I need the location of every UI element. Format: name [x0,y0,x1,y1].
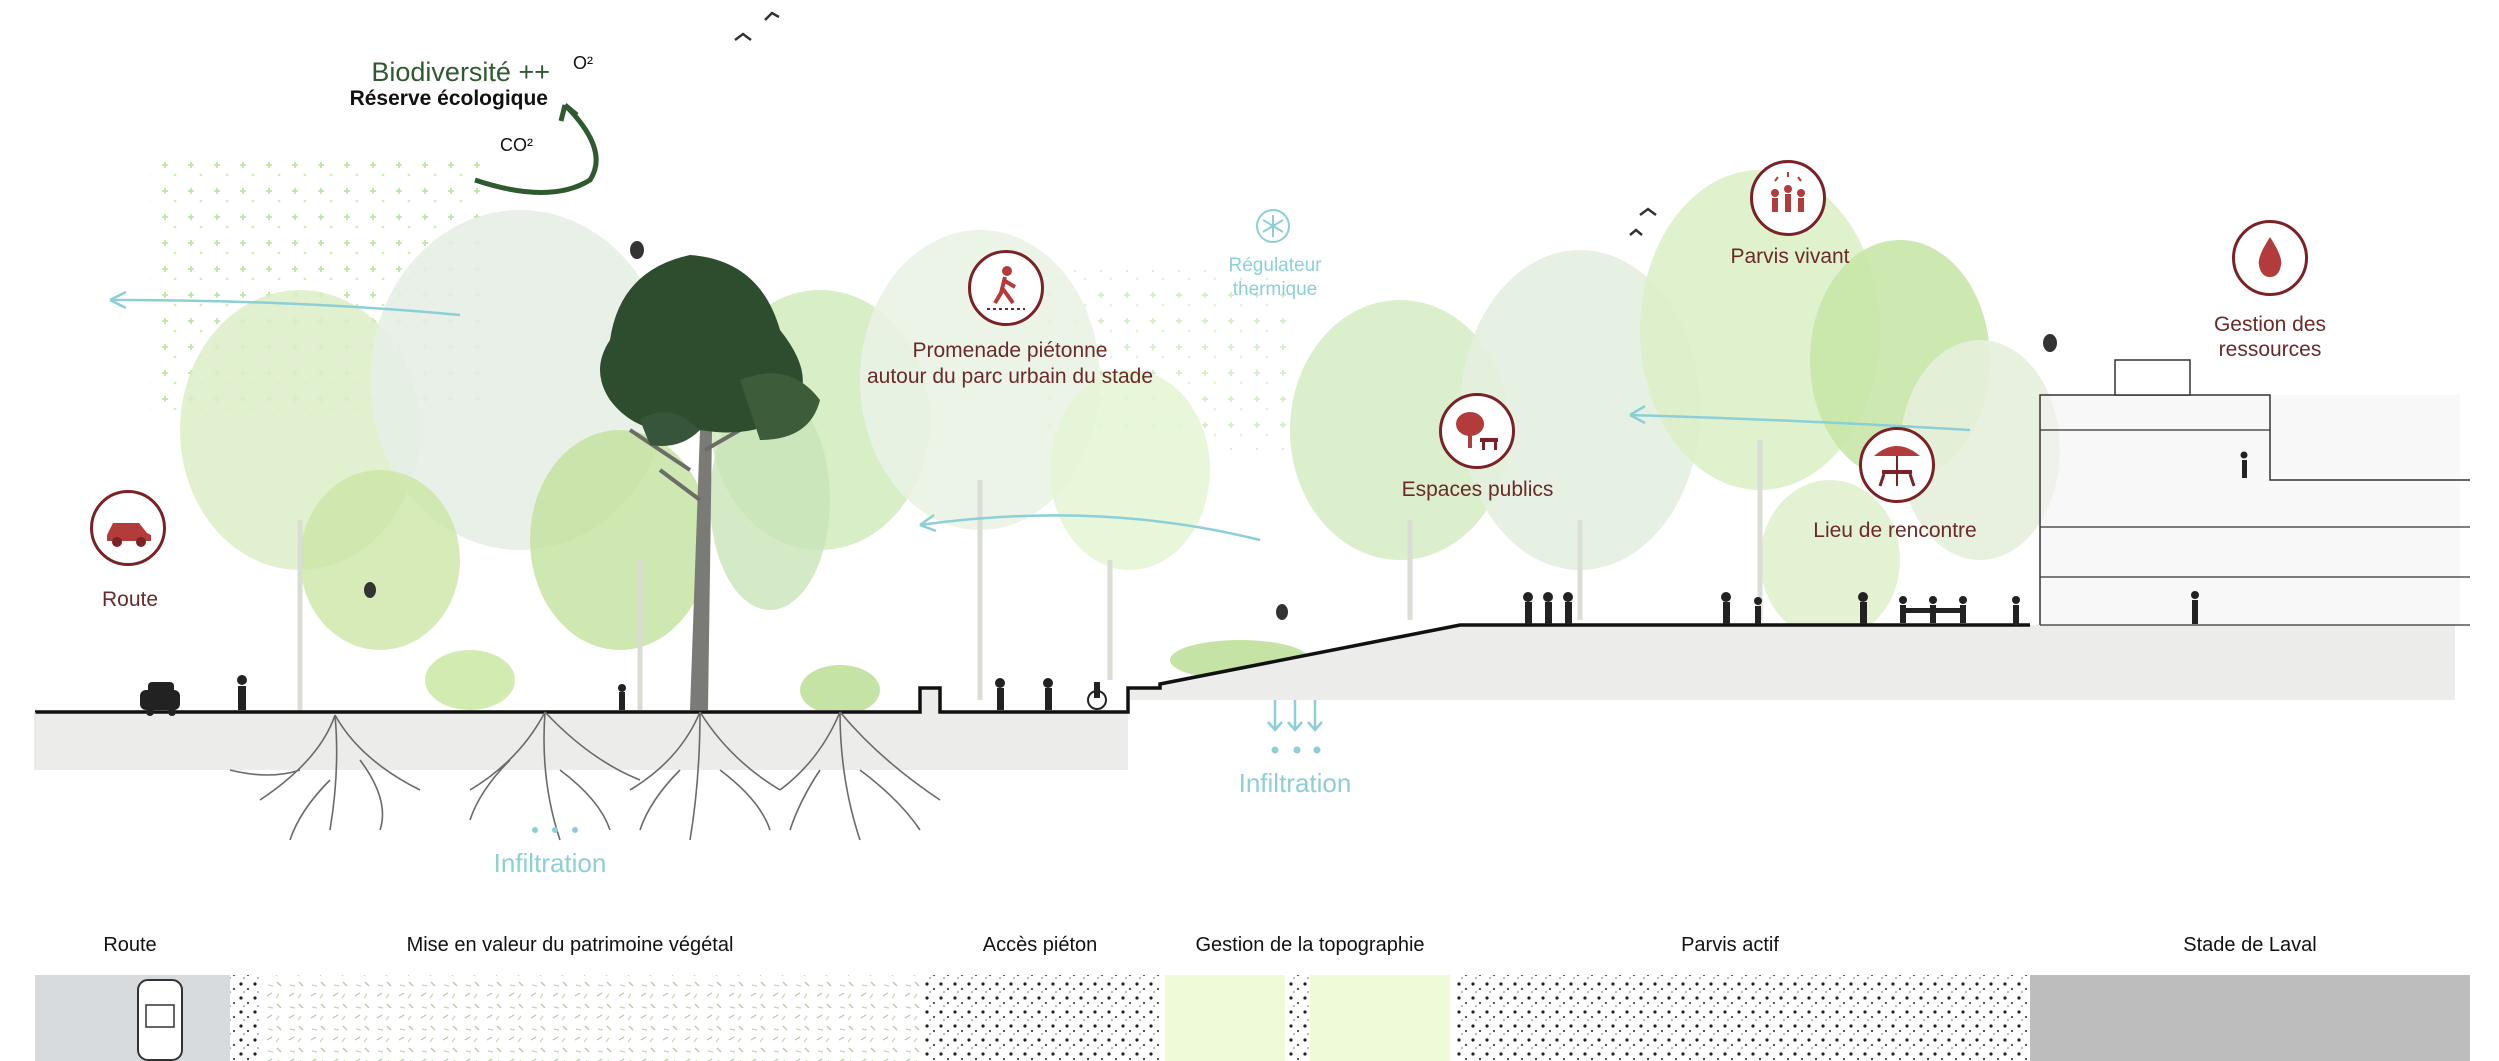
tree-bench-icon [1439,393,1515,469]
pedestrian-icon [968,250,1044,326]
parvis-vivant-label: Parvis vivant [1705,244,1875,270]
snowflake-icon [1255,208,1291,244]
water-drop-icon [2232,220,2308,296]
crowd-icon [1750,160,1826,236]
picnic-icon [1859,427,1935,503]
infiltration-left-label: Infiltration [475,847,625,880]
co2-label: CO² [500,134,533,157]
gestion-ressources-line-1: Gestion des [2200,312,2340,338]
reserve-label: Réserve écologique [300,86,548,112]
o2-label: O² [573,52,593,75]
car-topview-icon [138,980,182,1060]
promenade-line-1: Promenade piétonne [830,338,1190,364]
birds [735,13,1656,235]
regulateur-line-1: Régulateur [1210,254,1340,278]
band-topographie-title: Gestion de la topographie [1160,934,1460,957]
espaces-publics-label: Espaces publics [1385,477,1570,503]
lieu-rencontre-label: Lieu de rencontre [1800,518,1990,544]
promenade-line-2: autour du parc urbain du stade [830,364,1190,390]
regulateur-line-2: thermique [1210,278,1340,302]
route-callout: Route [95,587,165,613]
infiltration-center-label: Infiltration [1220,767,1370,800]
band-route-title: Route [70,934,190,957]
stadium-building [2040,360,2470,625]
band-parvis-actif-title: Parvis actif [1640,934,1820,957]
car-icon [90,490,166,566]
band-patrimoine-title: Mise en valeur du patrimoine végétal [360,934,780,957]
band-acces-pieton-title: Accès piéton [940,934,1140,957]
oxygen-cycle-arc [475,105,596,193]
band-stade-title: Stade de Laval [2140,934,2360,957]
gestion-ressources-line-2: ressources [2200,337,2340,363]
materials-strip [35,975,2470,1061]
biodiversity-label: Biodiversité ++ [340,56,550,90]
infiltration-arrows [1268,700,1322,730]
